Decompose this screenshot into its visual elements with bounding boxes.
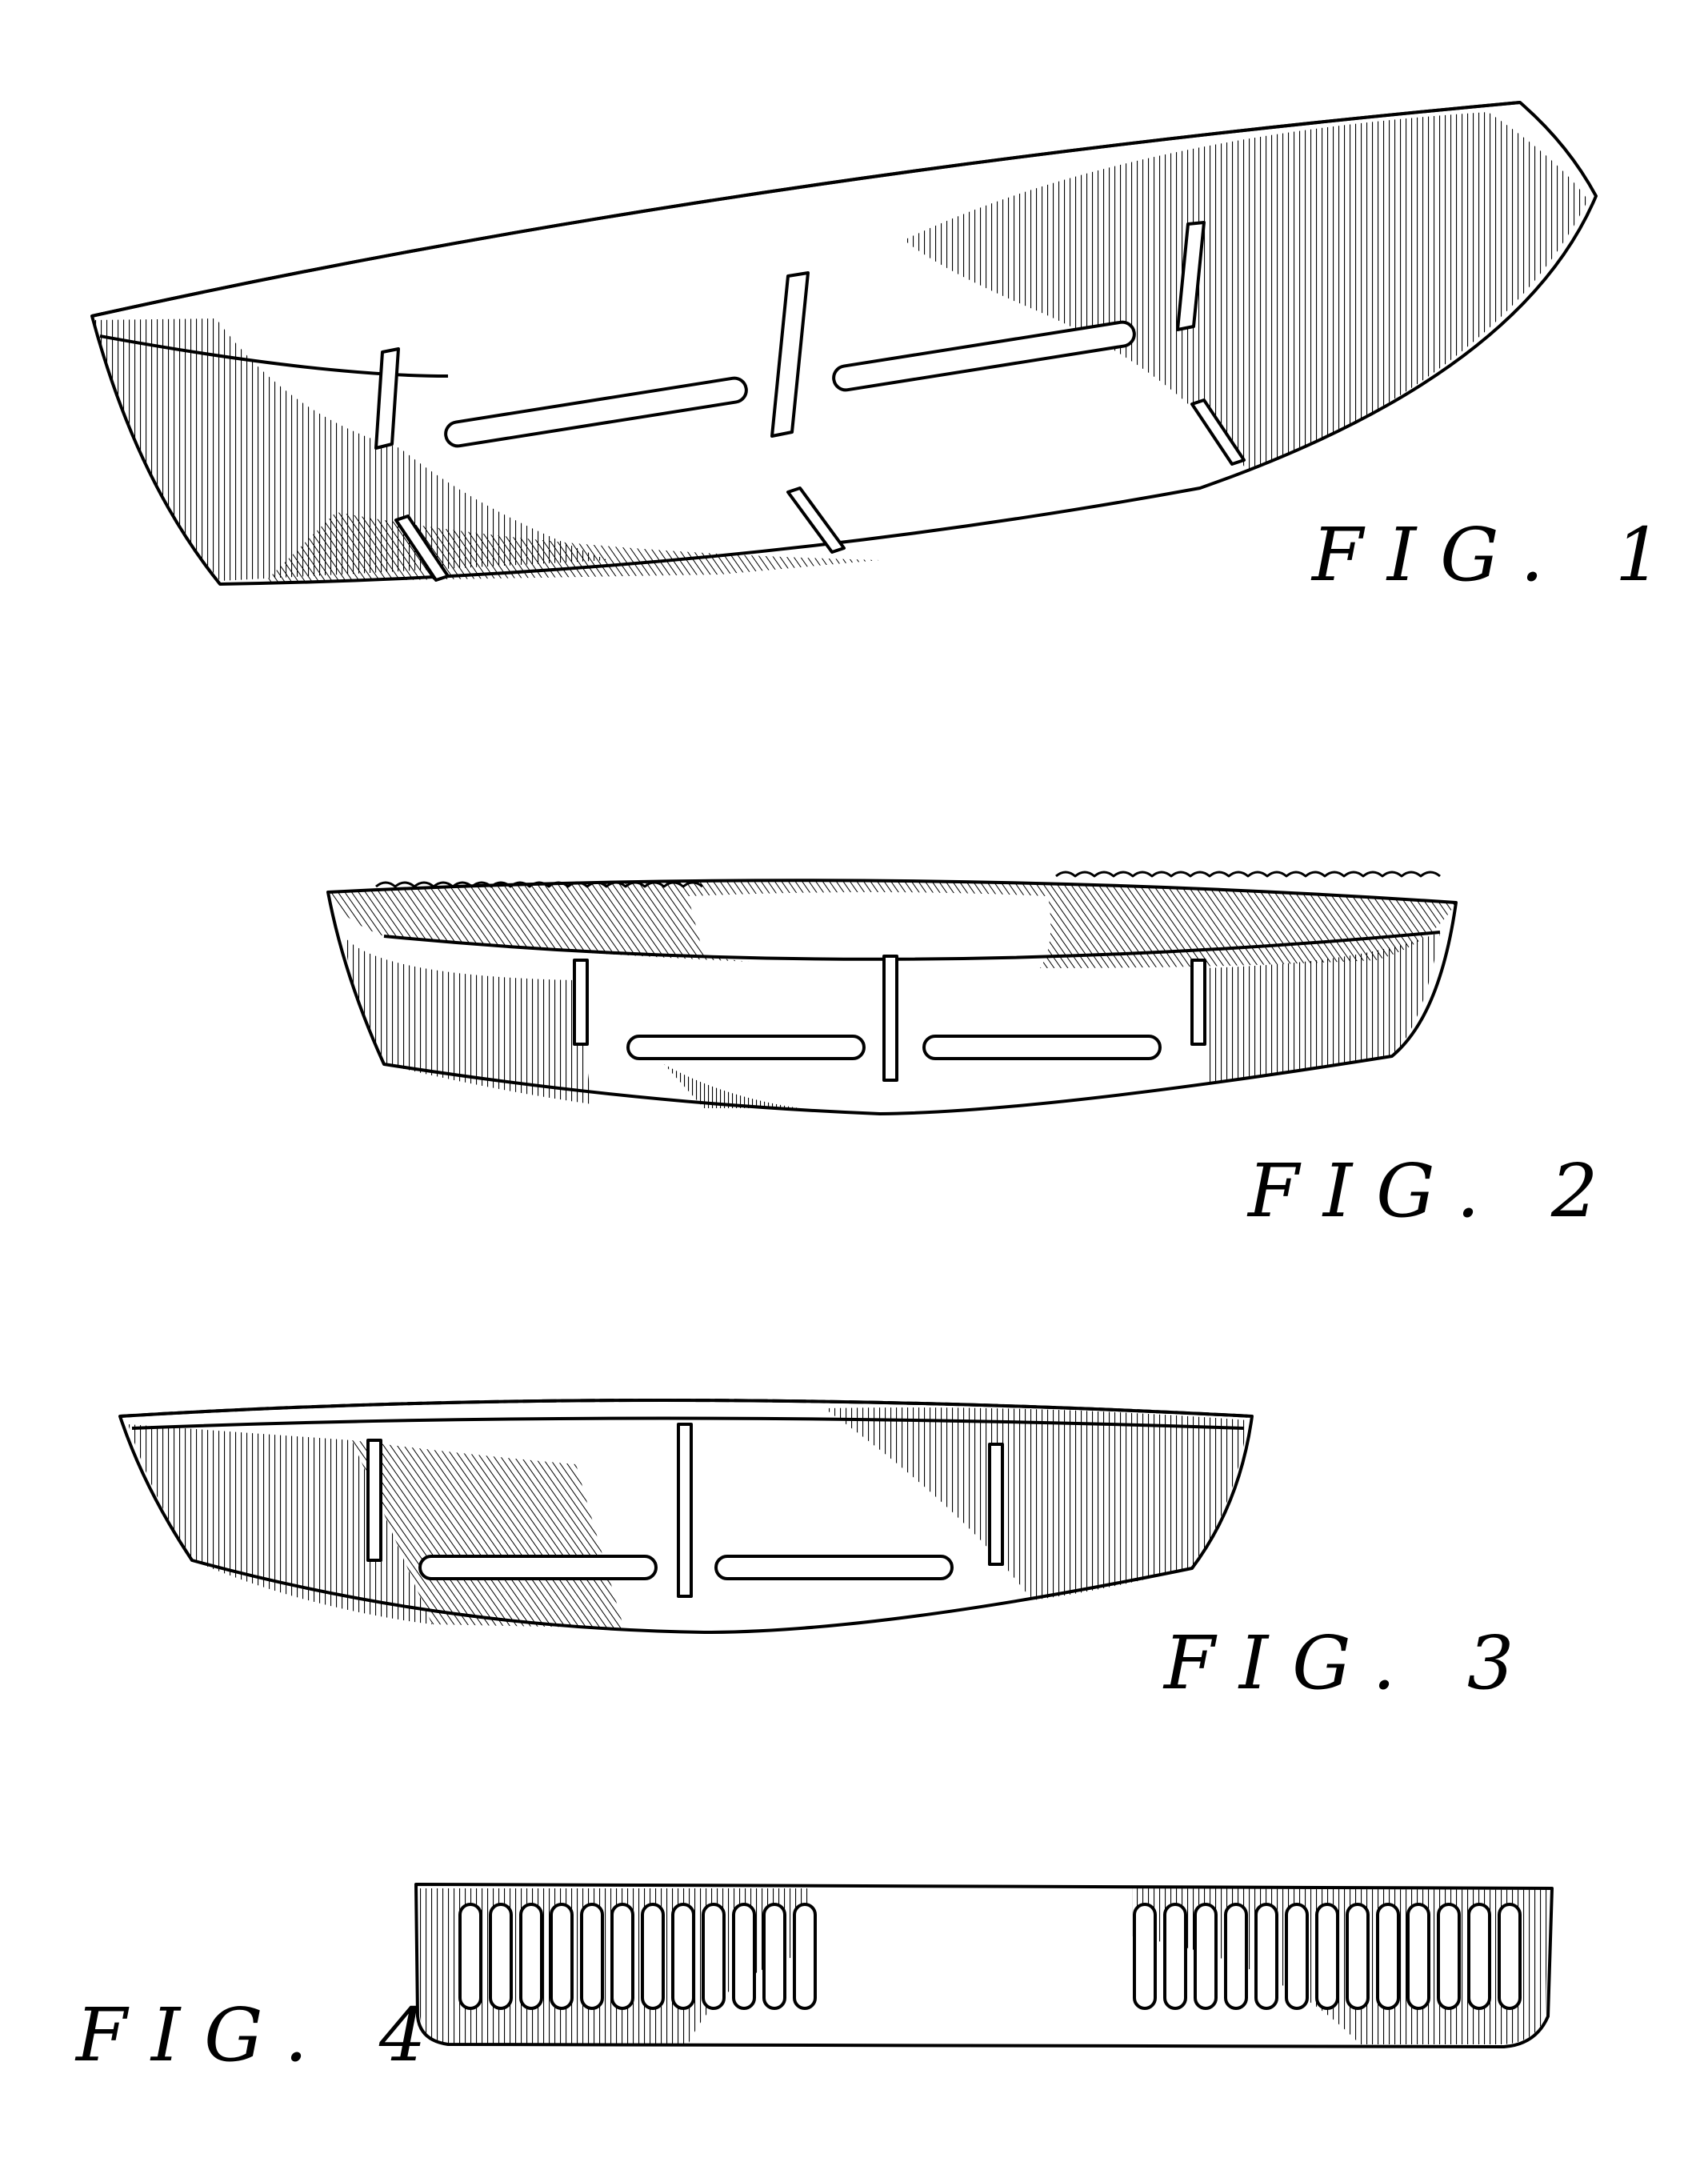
fig4-vent-slot <box>1134 1904 1155 2008</box>
fig4-vent-slot <box>521 1904 542 2008</box>
fig4-vent-slot <box>703 1904 724 2008</box>
fig3-rib-1 <box>368 1440 381 1560</box>
figure-2-drawing <box>328 872 1456 1114</box>
fig4-vent-slot <box>642 1904 663 2008</box>
fig4-vent-slot <box>1195 1904 1216 2008</box>
fig4-vent-slot <box>1347 1904 1368 2008</box>
figure-3-drawing <box>120 1400 1252 1632</box>
fig4-vent-slot <box>582 1904 602 2008</box>
fig4-vent-slot <box>673 1904 694 2008</box>
fig4-vent-slot <box>764 1904 785 2008</box>
fig3-rib-2 <box>678 1424 691 1596</box>
fig3-rib-3 <box>990 1444 1002 1564</box>
fig4-vent-slot <box>1317 1904 1338 2008</box>
fig2-rib-2 <box>884 956 897 1080</box>
fig3-slot-right <box>716 1556 952 1579</box>
fig3-slot-left <box>420 1556 656 1579</box>
fig2-slot-left <box>628 1036 864 1059</box>
fig4-vent-slot <box>1499 1904 1520 2008</box>
fig4-vent-slot <box>1469 1904 1490 2008</box>
fig4-vent-slot <box>551 1904 572 2008</box>
fig4-vent-slot <box>1256 1904 1277 2008</box>
fig4-vent-slot <box>1226 1904 1246 2008</box>
fig2-rib-1 <box>574 960 587 1044</box>
figure-4-label: FIG. 4 <box>76 1992 450 2078</box>
fig4-vent-slot <box>1408 1904 1429 2008</box>
figure-3-label: FIG. 3 <box>1164 1620 1538 1706</box>
fig4-vent-slot <box>490 1904 511 2008</box>
fig4-vent-slot <box>612 1904 633 2008</box>
figure-1-label: FIG. 1 <box>1312 512 1686 598</box>
fig2-rib-3 <box>1192 960 1205 1044</box>
figure-2-label: FIG. 2 <box>1248 1148 1622 1234</box>
figure-4-drawing <box>416 1884 1552 2047</box>
fig4-vent-slot <box>1165 1904 1186 2008</box>
fig4-vent-slot <box>460 1904 481 2008</box>
fig4-vent-slot <box>1378 1904 1398 2008</box>
fig2-rim-bumps-right <box>1056 872 1440 876</box>
fig4-vent-slot <box>1286 1904 1307 2008</box>
fig4-vent-slot <box>734 1904 754 2008</box>
fig4-vent-slot <box>794 1904 815 2008</box>
fig4-vent-slot <box>1438 1904 1459 2008</box>
fig2-slot-right <box>924 1036 1160 1059</box>
